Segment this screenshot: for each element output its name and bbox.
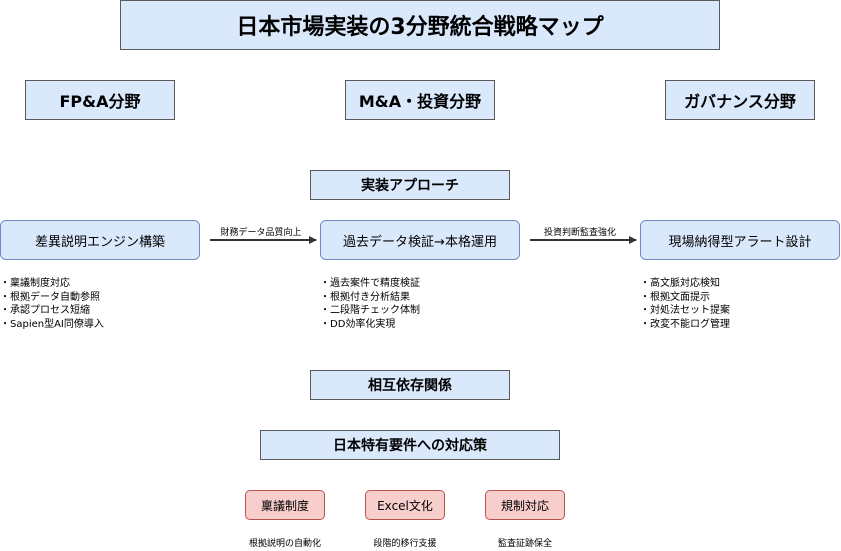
approach-label: 実装アプローチ bbox=[310, 170, 510, 200]
japan-requirements-label: 日本特有要件への対応策 bbox=[260, 430, 560, 460]
requirement-regulation: 規制対応 bbox=[485, 490, 565, 520]
arrow-label-fpa-to-ma: 財務データ品質向上 bbox=[213, 225, 309, 238]
requirement-excel: Excel文化 bbox=[365, 490, 445, 520]
bullet-item: 承認プロセス短縮 bbox=[0, 304, 104, 318]
bullet-item: 過去案件で精度検証 bbox=[320, 277, 420, 291]
bullet-item: 根拠データ自動参照 bbox=[0, 291, 104, 305]
bullets-ma: 過去案件で精度検証 根拠付き分析結果 二段階チェック体制 DD効率化実現 bbox=[320, 277, 420, 331]
bullet-item: Sapien型AI同僚導入 bbox=[0, 318, 104, 332]
caption-excel: 段階的移行支援 bbox=[373, 539, 437, 549]
caption-ringi: 根拠説明の自動化 bbox=[248, 539, 321, 549]
process-governance: 現場納得型アラート設計 bbox=[640, 220, 840, 260]
process-fpa: 差異説明エンジン構築 bbox=[0, 220, 200, 260]
bullets-governance: 高文脈対応検知 根拠文面提示 対処法セット提案 改変不能ログ管理 bbox=[640, 277, 730, 331]
bullet-item: 根拠文面提示 bbox=[640, 291, 730, 305]
caption-regulation: 監査証跡保全 bbox=[497, 539, 552, 549]
bullet-item: 高文脈対応検知 bbox=[640, 277, 730, 291]
bullet-item: 根拠付き分析結果 bbox=[320, 291, 420, 305]
bullet-item: 二段階チェック体制 bbox=[320, 304, 420, 318]
arrow-label-ma-to-gov: 投資判断監査強化 bbox=[535, 225, 625, 238]
interdependence-label: 相互依存関係 bbox=[310, 370, 510, 400]
domain-governance: ガバナンス分野 bbox=[665, 80, 815, 120]
diagram-title: 日本市場実装の3分野統合戦略マップ bbox=[120, 0, 720, 50]
domain-ma: M&A・投資分野 bbox=[345, 80, 495, 120]
bullet-item: DD効率化実現 bbox=[320, 318, 420, 332]
requirement-ringi: 稟議制度 bbox=[245, 490, 325, 520]
bullet-item: 改変不能ログ管理 bbox=[640, 318, 730, 332]
bullet-item: 対処法セット提案 bbox=[640, 304, 730, 318]
domain-fpa: FP&A分野 bbox=[25, 80, 175, 120]
bullet-item: 稟議制度対応 bbox=[0, 277, 104, 291]
bullets-fpa: 稟議制度対応 根拠データ自動参照 承認プロセス短縮 Sapien型AI同僚導入 bbox=[0, 277, 104, 331]
process-ma: 過去データ検証→本格運用 bbox=[320, 220, 520, 260]
